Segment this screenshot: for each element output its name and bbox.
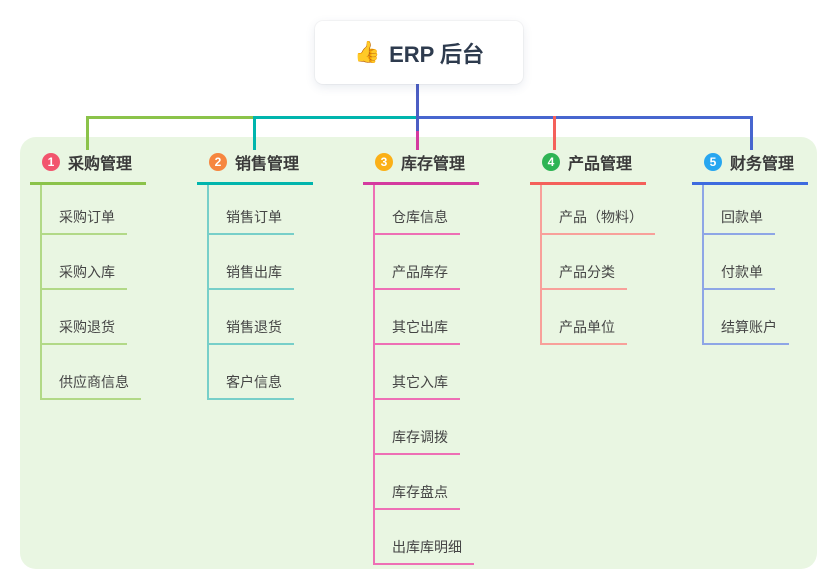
node-sales-return[interactable]: 销售退货 — [209, 290, 294, 345]
branch-sales-header[interactable]: 2 销售管理 — [197, 150, 314, 185]
node-purchase-return[interactable]: 采购退货 — [42, 290, 141, 345]
branch-sales: 2 销售管理 销售订单 销售出库 销售退货 客户信息 — [197, 150, 314, 400]
node-other-outbound[interactable]: 其它出库 — [375, 290, 474, 345]
branch-purchase-header[interactable]: 1 采购管理 — [30, 150, 147, 185]
branch-inventory-children: 仓库信息 产品库存 其它出库 其它入库 库存调拨 库存盘点 出库库明细 — [373, 185, 474, 565]
badge-1: 1 — [42, 153, 60, 171]
connector-rail-branch2 — [255, 116, 417, 119]
node-other-inbound[interactable]: 其它入库 — [375, 345, 474, 400]
node-purchase-inbound[interactable]: 采购入库 — [42, 235, 141, 290]
node-product-unit[interactable]: 产品单位 — [542, 290, 655, 345]
badge-5: 5 — [704, 153, 722, 171]
node-customer-info[interactable]: 客户信息 — [209, 345, 294, 400]
node-stock-transfer[interactable]: 库存调拨 — [375, 400, 474, 455]
connector-drop-branch2 — [253, 116, 256, 150]
branch-finance: 5 财务管理 回款单 付款单 结算账户 — [692, 150, 809, 345]
branch-product-title: 产品管理 — [568, 156, 633, 173]
node-purchase-order[interactable]: 采购订单 — [42, 185, 141, 235]
branch-product-header[interactable]: 4 产品管理 — [530, 150, 647, 185]
node-product-material[interactable]: 产品（物料） — [542, 185, 655, 235]
badge-2: 2 — [209, 153, 227, 171]
branch-sales-children: 销售订单 销售出库 销售退货 客户信息 — [207, 185, 294, 400]
connector-rail-branch5 — [417, 116, 753, 119]
root-node-label: ERP 后台 — [389, 41, 485, 67]
node-stock-detail[interactable]: 出库库明细 — [375, 510, 474, 565]
branch-finance-header[interactable]: 5 财务管理 — [692, 150, 809, 185]
branch-purchase-children: 采购订单 采购入库 采购退货 供应商信息 — [40, 185, 141, 400]
branch-inventory-header[interactable]: 3 库存管理 — [363, 150, 480, 185]
node-product-category[interactable]: 产品分类 — [542, 235, 655, 290]
badge-3: 3 — [375, 153, 393, 171]
branch-group-panel — [20, 137, 817, 569]
connector-drop-branch1 — [86, 116, 89, 150]
badge-4: 4 — [542, 153, 560, 171]
node-sales-order[interactable]: 销售订单 — [209, 185, 294, 235]
node-product-stock[interactable]: 产品库存 — [375, 235, 474, 290]
node-receipt-bill[interactable]: 回款单 — [704, 185, 789, 235]
thumbs-up-icon: 👍 — [353, 40, 381, 64]
connector-rail-branch1 — [86, 116, 255, 119]
branch-product: 4 产品管理 产品（物料） 产品分类 产品单位 — [530, 150, 655, 345]
branch-finance-children: 回款单 付款单 结算账户 — [702, 185, 789, 345]
branch-purchase: 1 采购管理 采购订单 采购入库 采购退货 供应商信息 — [30, 150, 147, 400]
branch-inventory: 3 库存管理 仓库信息 产品库存 其它出库 其它入库 库存调拨 库存盘点 出库库… — [363, 150, 480, 565]
branch-finance-title: 财务管理 — [730, 156, 795, 173]
node-supplier-info[interactable]: 供应商信息 — [42, 345, 141, 400]
node-stock-count[interactable]: 库存盘点 — [375, 455, 474, 510]
connector-drop-branch5 — [750, 116, 753, 150]
connector-root — [416, 84, 419, 131]
node-payment-bill[interactable]: 付款单 — [704, 235, 789, 290]
connector-drop-branch4 — [553, 116, 556, 150]
node-settlement-account[interactable]: 结算账户 — [704, 290, 789, 345]
node-warehouse-info[interactable]: 仓库信息 — [375, 185, 474, 235]
branch-product-children: 产品（物料） 产品分类 产品单位 — [540, 185, 655, 345]
branch-sales-title: 销售管理 — [235, 156, 300, 173]
node-sales-outbound[interactable]: 销售出库 — [209, 235, 294, 290]
root-node-erp[interactable]: 👍 ERP 后台 — [315, 21, 523, 84]
branch-purchase-title: 采购管理 — [68, 156, 133, 173]
connector-drop-branch3 — [416, 116, 419, 150]
branch-inventory-title: 库存管理 — [401, 156, 466, 173]
